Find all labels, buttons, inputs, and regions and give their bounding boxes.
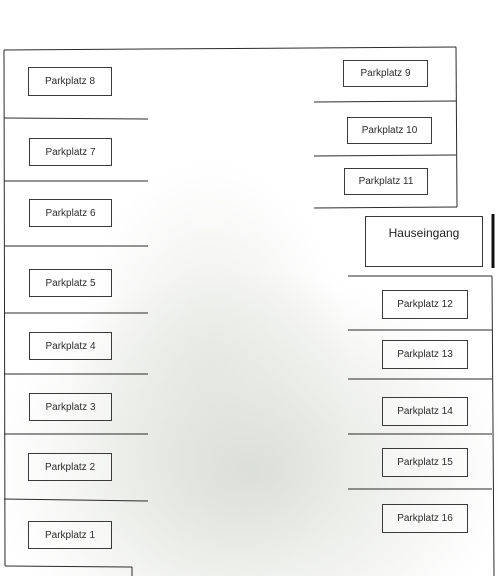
parking-spot-6: Parkplatz 6 [29,199,112,227]
left-boundary-line [3,49,6,567]
parking-spot-16: Parkplatz 16 [382,504,468,533]
parking-spot-11: Parkplatz 11 [344,168,428,195]
parking-spot-14: Parkplatz 14 [382,397,468,426]
left-divider-1 [3,117,149,120]
right-lower-boundary-line [491,275,495,576]
parking-spot-12: Parkplatz 12 [382,290,468,319]
parking-spot-8: Parkplatz 8 [28,67,112,96]
parking-spot-3: Parkplatz 3 [29,393,112,421]
top-boundary-line [3,46,457,51]
left-divider-7 [3,498,149,502]
right-upper-boundary-line [455,46,458,208]
right-upper-divider-3 [313,206,458,209]
parking-spot-1: Parkplatz 1 [28,521,112,549]
parking-spot-15: Parkplatz 15 [382,448,468,477]
right-upper-divider-1 [313,100,457,103]
parking-spot-7: Parkplatz 7 [29,138,112,166]
parking-spot-13: Parkplatz 13 [382,340,468,369]
right-upper-divider-2 [313,154,457,157]
parking-spot-9: Parkplatz 9 [343,60,428,87]
parking-spot-5: Parkplatz 5 [29,269,112,297]
parking-spot-10: Parkplatz 10 [347,117,432,144]
bottom-left-boundary-line [4,565,133,568]
parking-spot-4: Parkplatz 4 [29,332,112,360]
parking-spot-2: Parkplatz 2 [28,453,112,481]
house-entrance: Hauseingang [365,216,483,267]
